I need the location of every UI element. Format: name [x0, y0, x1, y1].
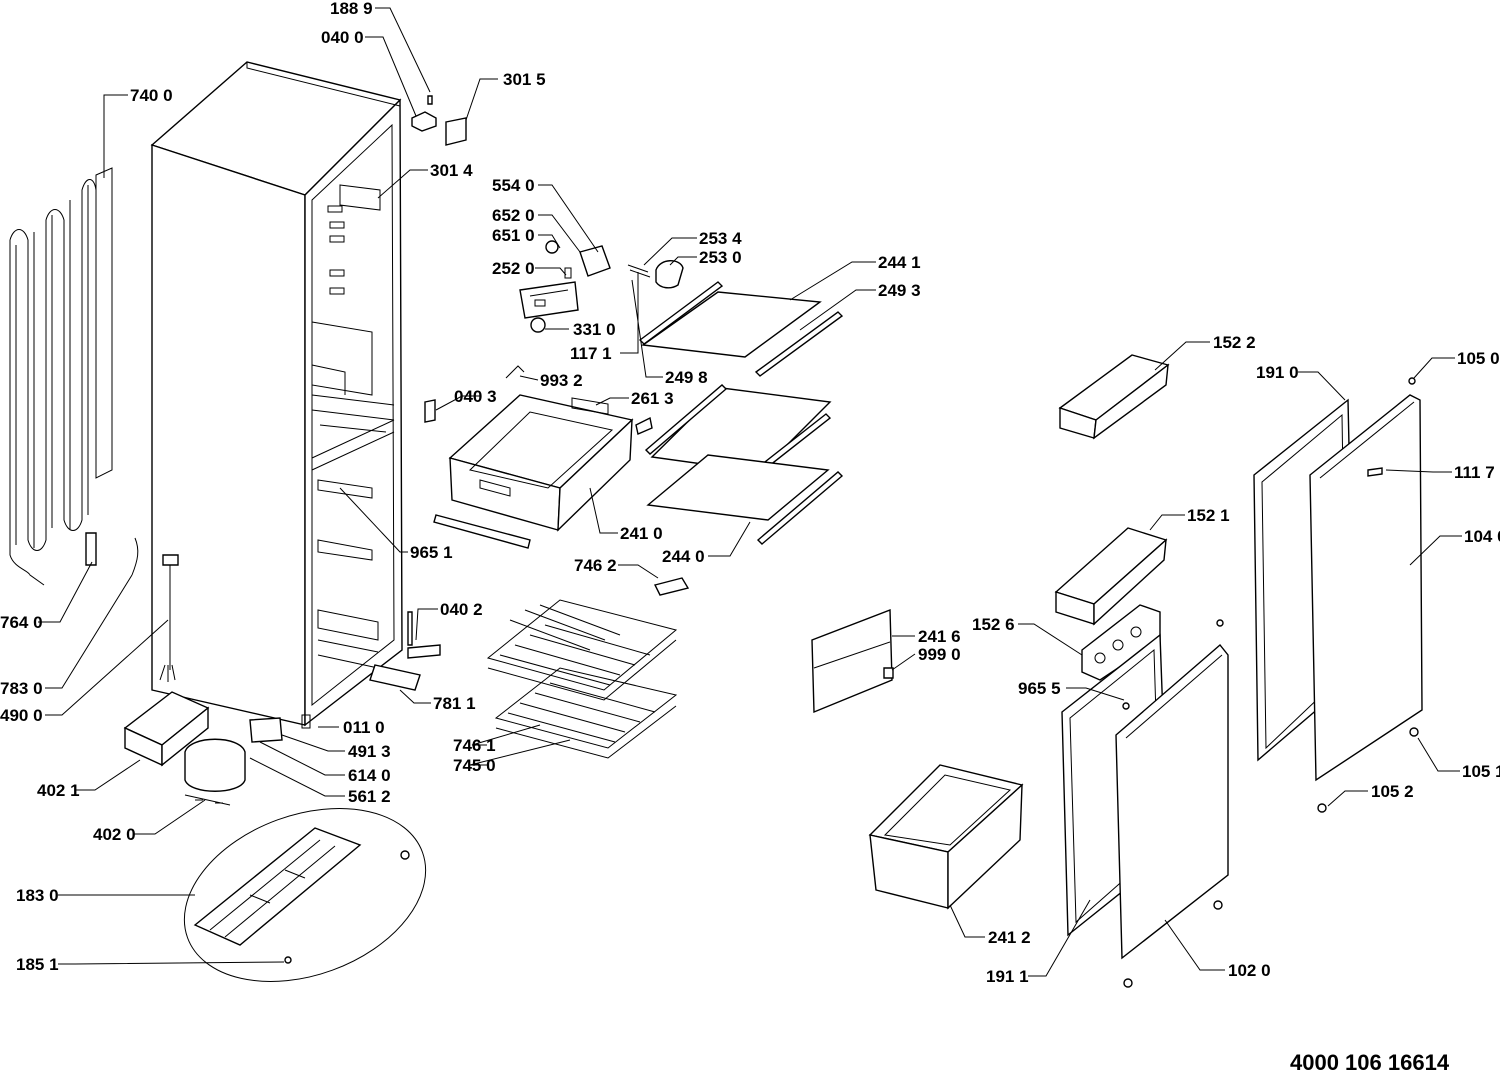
part-label: 965 1	[410, 543, 453, 562]
part-label: 105 2	[1371, 782, 1414, 801]
part-label: 183 0	[16, 886, 59, 905]
part-label: 040 2	[440, 600, 483, 619]
leader-lines	[38, 7, 1462, 977]
part-label: 402 1	[37, 781, 80, 800]
door-bins	[811, 354, 1170, 714]
part-label: 561 2	[348, 787, 391, 806]
top-hinge	[411, 95, 467, 146]
part-label: 651 0	[492, 226, 535, 245]
part-label: 105 0	[1457, 349, 1500, 368]
accessory-parts	[85, 365, 653, 806]
condenser	[9, 167, 113, 586]
part-label: 040 3	[454, 387, 497, 406]
crisper-drawer	[868, 764, 1024, 910]
part-label: 241 0	[620, 524, 663, 543]
part-label: 746 1	[453, 736, 496, 755]
part-label: 331 0	[573, 320, 616, 339]
part-label: 491 3	[348, 742, 391, 761]
lower-door	[1061, 619, 1229, 988]
part-label: 746 2	[574, 556, 617, 575]
upper-door	[1253, 377, 1423, 813]
part-label: 241 6	[918, 627, 961, 646]
part-label: 999 0	[918, 645, 961, 664]
part-label: 402 0	[93, 825, 136, 844]
part-label: 253 0	[699, 248, 742, 267]
part-label: 105 1	[1462, 762, 1500, 781]
part-label: 152 1	[1187, 506, 1230, 525]
part-label: 781 1	[433, 694, 476, 713]
part-label: 740 0	[130, 86, 173, 105]
part-label: 111 7	[1454, 463, 1495, 482]
part-label: 241 2	[988, 928, 1031, 947]
part-label: 152 2	[1213, 333, 1256, 352]
cabinet	[150, 61, 403, 729]
part-label: 191 0	[1256, 363, 1299, 382]
part-label: 261 3	[631, 389, 674, 408]
part-label: 993 2	[540, 371, 583, 390]
part-label: 764 0	[0, 613, 43, 632]
base-plate	[183, 808, 427, 982]
part-label: 185 1	[16, 955, 59, 974]
part-label: 117 1	[570, 344, 612, 363]
part-label: 152 6	[972, 615, 1015, 634]
document-number: 4000 106 16614	[1290, 1050, 1450, 1075]
part-label: 191 1	[986, 967, 1029, 986]
part-label: 253 4	[699, 229, 742, 248]
glass-shelves	[638, 281, 844, 545]
part-label: 188 9	[330, 0, 373, 18]
part-label: 554 0	[492, 176, 535, 195]
part-label: 249 3	[878, 281, 921, 300]
part-label: 745 0	[453, 756, 496, 775]
part-label: 301 5	[503, 70, 546, 89]
part-label: 252 0	[492, 259, 535, 278]
part-label: 244 0	[662, 547, 705, 566]
part-label: 249 8	[665, 368, 708, 387]
light-housing	[519, 240, 684, 333]
part-label: 104 0	[1464, 527, 1500, 546]
part-label: 614 0	[348, 766, 391, 785]
wire-baskets	[486, 577, 690, 759]
part-label: 040 0	[321, 28, 364, 47]
part-label: 783 0	[0, 679, 43, 698]
freezer-drawer	[433, 394, 634, 549]
part-label: 244 1	[878, 253, 921, 272]
part-label: 652 0	[492, 206, 535, 225]
part-label: 011 0	[343, 718, 385, 737]
part-label: 102 0	[1228, 961, 1271, 980]
part-label: 301 4	[430, 161, 473, 180]
part-label: 490 0	[0, 706, 43, 725]
part-label: 965 5	[1018, 679, 1061, 698]
part-labels: 188 9 040 0 301 5 740 0 301 4 554 0 652 …	[0, 0, 1500, 986]
